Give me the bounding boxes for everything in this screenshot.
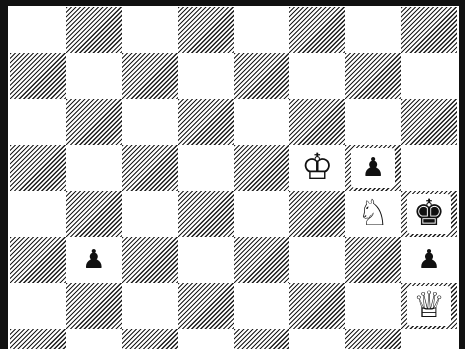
square-f4[interactable] [289,191,345,237]
square-g2[interactable] [345,283,401,329]
square-e2[interactable] [234,283,290,329]
square-g3[interactable] [345,237,401,283]
square-e1[interactable] [234,329,290,349]
square-e7[interactable] [234,53,290,99]
square-c7[interactable] [122,53,178,99]
square-c8[interactable] [122,7,178,53]
square-g7[interactable] [345,53,401,99]
square-f7[interactable] [289,53,345,99]
square-h5[interactable] [401,145,457,191]
white-king-icon[interactable]: ♔ [301,150,333,186]
square-b2[interactable] [66,283,122,329]
square-c4[interactable] [122,191,178,237]
square-e8[interactable] [234,7,290,53]
square-f2[interactable] [289,283,345,329]
square-a4[interactable] [10,191,66,237]
black-king-icon[interactable]: ♚ [413,196,445,232]
square-b5[interactable] [66,145,122,191]
square-d3[interactable] [178,237,234,283]
square-g8[interactable] [345,7,401,53]
square-f1[interactable] [289,329,345,349]
square-e5[interactable] [234,145,290,191]
black-pawn-icon[interactable]: ♟ [82,247,105,273]
square-e4[interactable] [234,191,290,237]
square-c3[interactable] [122,237,178,283]
square-b3[interactable]: ♟ [66,237,122,283]
square-a1[interactable] [10,329,66,349]
square-h7[interactable] [401,53,457,99]
square-h4[interactable]: ♚ [401,191,457,237]
square-a3[interactable] [10,237,66,283]
square-e3[interactable] [234,237,290,283]
square-g5[interactable]: ♟ [345,145,401,191]
square-h8[interactable] [401,7,457,53]
square-b7[interactable] [66,53,122,99]
white-queen-icon[interactable]: ♕ [413,288,445,324]
square-f6[interactable] [289,99,345,145]
square-e6[interactable] [234,99,290,145]
square-d7[interactable] [178,53,234,99]
square-h3[interactable]: ♟ [401,237,457,283]
square-a2[interactable] [10,283,66,329]
square-d1[interactable] [178,329,234,349]
board-border-top [0,0,465,6]
board-border-right [459,0,465,349]
square-a8[interactable] [10,7,66,53]
square-a6[interactable] [10,99,66,145]
square-b4[interactable] [66,191,122,237]
square-c6[interactable] [122,99,178,145]
square-d2[interactable] [178,283,234,329]
square-c1[interactable] [122,329,178,349]
square-g4[interactable]: ♘ [345,191,401,237]
square-h2[interactable]: ♕ [401,283,457,329]
square-g6[interactable] [345,99,401,145]
square-c5[interactable] [122,145,178,191]
board-border-left [0,0,8,349]
square-a7[interactable] [10,53,66,99]
square-f3[interactable] [289,237,345,283]
black-pawn-icon[interactable]: ♟ [417,247,440,273]
black-pawn-icon[interactable]: ♟ [362,155,385,181]
square-d6[interactable] [178,99,234,145]
square-g1[interactable] [345,329,401,349]
square-d4[interactable] [178,191,234,237]
square-b1[interactable] [66,329,122,349]
square-a5[interactable] [10,145,66,191]
square-h1[interactable] [401,329,457,349]
square-d5[interactable] [178,145,234,191]
square-b8[interactable] [66,7,122,53]
square-b6[interactable] [66,99,122,145]
chess-board: ♔ ♟ ♘ ♚ ♟ ♟ ♕ [10,7,457,349]
square-f8[interactable] [289,7,345,53]
square-f5[interactable]: ♔ [289,145,345,191]
square-h6[interactable] [401,99,457,145]
square-d8[interactable] [178,7,234,53]
square-c2[interactable] [122,283,178,329]
white-knight-icon[interactable]: ♘ [357,196,389,232]
